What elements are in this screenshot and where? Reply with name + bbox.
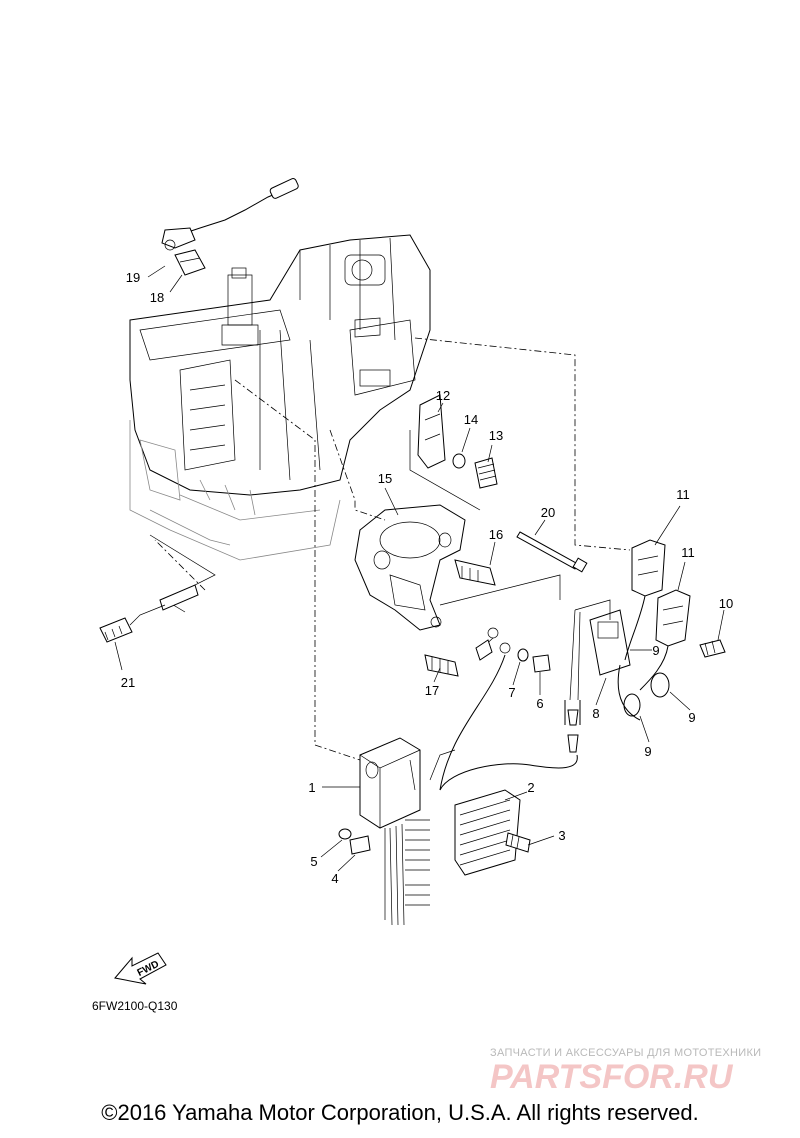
switch-21-group [99,534,216,643]
engine-block [129,234,431,561]
callout-11b: 11 [681,545,695,560]
callout-18: 18 [150,290,164,305]
watermark-tagline: ЗАПЧАСТИ И АКСЕССУАРЫ ДЛЯ МОТОТЕХНИКИ [490,1047,761,1059]
cable-tie-20 [516,531,588,573]
cdi-unit-group [338,737,578,926]
callout-16: 16 [489,527,503,542]
reference-lines [154,337,631,761]
thermo-sensor-group [161,178,299,276]
callout-9a: 9 [652,643,659,658]
callout-8: 8 [592,706,599,721]
callout-10: 10 [719,596,733,611]
bracket-15-group [354,504,561,631]
bracket-12-group [409,394,498,511]
ground-lead-group [424,627,551,791]
callout-9b: 9 [688,710,695,725]
callout-14: 14 [464,412,478,427]
ignition-coil-group [564,539,726,753]
callout-15: 15 [378,471,392,486]
watermark-brand: PARTSFOR.RU [490,1058,734,1096]
diagram-part-code: 6FW2100-Q130 [92,999,178,1013]
callout-7: 7 [508,685,515,700]
leader-lines [114,265,725,872]
callout-6: 6 [536,696,543,711]
callout-1: 1 [308,780,315,795]
callout-20: 20 [541,505,555,520]
callout-5: 5 [310,854,317,869]
callout-13: 13 [489,428,503,443]
callout-12: 12 [436,388,450,403]
callout-21: 21 [121,675,135,690]
callout-4: 4 [331,871,338,886]
callout-labels: 1 2 3 4 5 6 7 8 9 9 9 10 11 11 12 13 14 … [121,270,733,886]
callout-2: 2 [527,780,534,795]
callout-11a: 11 [676,487,690,502]
callout-17: 17 [425,683,439,698]
callout-3: 3 [558,828,565,843]
callout-19: 19 [126,270,140,285]
copyright-footer: ©2016 Yamaha Motor Corporation, U.S.A. A… [101,1100,699,1125]
fwd-arrow-icon: FWD [114,952,167,985]
callout-9c: 9 [644,744,651,759]
